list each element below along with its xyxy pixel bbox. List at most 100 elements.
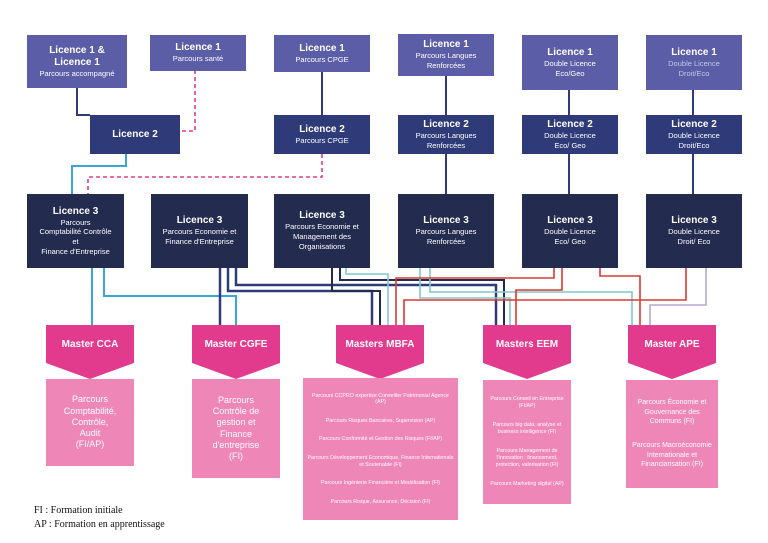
box-line: Renforcées (426, 140, 466, 150)
master-eem-arrow (483, 363, 571, 379)
link-l3cca-mastercgfe (103, 268, 237, 325)
box-line: Parcours Economie et (162, 227, 237, 237)
licence2-ecogeo: Licence 2 Double Licence Eco/ Geo (522, 115, 618, 154)
master-mbfa-details: Parcours CCPRO expertise Conseiller Patr… (303, 378, 458, 520)
box-line: Eco/ Geo (554, 140, 586, 150)
box-line: Droit/Eco (678, 140, 710, 150)
detail-line: Contrôle de (212, 406, 260, 416)
licence3-droiteco: Licence 3 Double Licence Droit/ Eco (646, 194, 742, 268)
master-cgfe-header: Master CGFE (192, 325, 280, 363)
box-title: Licence 2 (299, 123, 345, 135)
box-title: Licence 3 (176, 215, 223, 227)
box-line: Double Licence (668, 58, 720, 68)
licence2-droiteco: Licence 2 Double Licence Droit/Eco (646, 115, 742, 154)
licence1-langues: Licence 1 Parcours Langues Renforcées (398, 34, 494, 76)
licence2-main: Licence 2 (90, 115, 180, 154)
box-title: Licence 2 (547, 118, 593, 130)
licence3-efe: Licence 3 Parcours Economie et Finance d… (151, 194, 248, 268)
box-line: Parcours accompagné (39, 68, 115, 78)
detail-line: Parcours Macroéconomie Internationale et… (632, 442, 712, 469)
master-cca-details: Parcours Comptabilité, Contrôle, Audit (… (46, 379, 134, 466)
detail-line: gestion et (216, 417, 256, 428)
box-title: Licence 3 (423, 215, 469, 227)
link-l3langues-eem (419, 268, 511, 325)
box-title: Licence 1 (547, 46, 593, 58)
box-title: Licence 3 (547, 215, 593, 227)
box-line: Parcours CPGE (295, 135, 349, 145)
licence1-sante: Licence 1 Parcours santé (150, 35, 246, 71)
link-l3efe-eem (234, 268, 498, 325)
detail-line: Parcours Marketing digital (AP) (490, 481, 564, 488)
box-title: Licence 1 (175, 42, 221, 54)
box-title: Licence 3 (299, 210, 345, 222)
detail-line: Parcours Économie et Gouvernance des Com… (637, 399, 707, 426)
box-title: Licence 2 (112, 128, 158, 140)
box-line: Parcours santé (172, 54, 224, 64)
link-l3ecogeo-eem (515, 268, 563, 325)
box-title: Licence 2 (671, 118, 717, 130)
detail-line: Finance (219, 428, 253, 439)
detail-line: Parcours (217, 394, 254, 405)
licence3-emo: Licence 3 Parcours Economie et Managemen… (274, 194, 370, 268)
box-line: Parcours Langues (415, 227, 477, 237)
box-line: Parcours Economie et (285, 222, 359, 232)
box-line: Droit/Eco (678, 68, 710, 78)
box-line: et (72, 237, 79, 246)
master-title: Master CCA (61, 338, 119, 350)
box-title: Licence 1 (671, 46, 717, 58)
detail-line: (FI/AP) (75, 439, 105, 450)
master-title: Master CGFE (204, 338, 268, 350)
detail-line: Parcours CCPRO expertise Conseiller Patr… (312, 392, 449, 406)
link-l3emo-eem (339, 268, 505, 325)
master-cca-arrow (46, 363, 134, 379)
master-ape-header: Master APE (628, 325, 716, 363)
box-line: Double Licence (544, 58, 596, 68)
master-title: Masters EEM (495, 338, 559, 350)
box-title: Licence 1 (423, 39, 469, 51)
link-l3ecogeo-ape (599, 268, 641, 325)
master-cgfe-details: Parcours Contrôle de gestion et Finance … (192, 379, 280, 478)
link-l3efe-mbfa (226, 268, 374, 325)
master-ape-details: Parcours Économie et Gouvernance des Com… (626, 380, 718, 488)
box-line: Eco/ Geo (554, 237, 586, 246)
detail-line: (FI) (229, 451, 243, 461)
box-title: Licence 1 (299, 42, 345, 54)
master-title: Masters MBFA (345, 338, 415, 350)
legend-ap: AP : Formation en apprentissage (34, 519, 165, 530)
detail-line: Parcours big data, analyse et business i… (492, 422, 562, 435)
licence3-ecogeo: Licence 3 Double Licence Eco/ Geo (522, 194, 618, 268)
licence1-ecogeo: Licence 1 Double Licence Eco/Geo (522, 35, 618, 90)
box-title: Licence 1 & Licence 1 (49, 44, 105, 68)
detail-line: Parcours Risque, Assurance, Décision (FI… (330, 498, 431, 505)
box-line: Comptabilité Contrôle (39, 227, 112, 237)
legend-fi: FI : Formation initiale (34, 505, 123, 516)
box-line: Organisations (298, 241, 346, 251)
link-l3langues-ape (429, 268, 633, 325)
licence3-langues: Licence 3 Parcours Langues Renforcées (398, 194, 494, 268)
detail-line: Parcours Développement Economique, Finan… (307, 454, 454, 468)
detail-line: Parcours Risques Bancaires, Supervision … (325, 417, 436, 424)
detail-line: Parcours Conformité et Gestion des Risqu… (318, 436, 443, 443)
master-mbfa-header: Masters MBFA (336, 325, 424, 363)
box-line: Droit/ Eco (677, 237, 711, 246)
box-line: Renforcées (426, 237, 466, 246)
box-line: Parcours Langues (415, 51, 477, 61)
licence1-cpge: Licence 1 Parcours CPGE (274, 35, 370, 72)
licence1-accompagne: Licence 1 & Licence 1 Parcours accompagn… (27, 35, 127, 88)
link-l1accomp-l2 (76, 88, 90, 116)
master-title: Master APE (644, 338, 700, 350)
box-title: Licence 3 (52, 205, 99, 217)
box-line: Double Licence (544, 227, 596, 237)
link-cpge-dashed (87, 154, 323, 194)
master-eem-header: Masters EEM (483, 325, 571, 363)
link-l3ecogeo-mbfa (395, 268, 555, 325)
box-line: Parcours CPGE (295, 54, 349, 64)
detail-line: Parcours Conseil en Entreprise (FI/AP) (490, 396, 564, 409)
link-l3droiteco-mbfa (403, 268, 687, 325)
master-ape-arrow (628, 363, 716, 379)
box-line: Parcours (60, 217, 91, 227)
box-line: Renforcées (426, 61, 466, 70)
detail-line: Parcours (71, 394, 108, 405)
